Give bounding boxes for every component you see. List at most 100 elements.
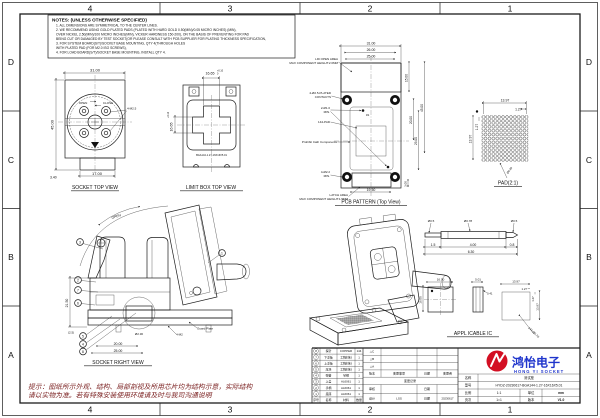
part-qty: 1: [358, 392, 360, 396]
brand-area: 鸿怡电子 HONG YI SOCKET: [486, 350, 564, 374]
probe-side-view: Ø0.5 Ø0.78 Ø0.5 1.5 4.00 0.8 6.30: [423, 219, 519, 256]
ic-dim-height: 16.00: [419, 296, 423, 304]
part-num: 5: [315, 368, 317, 372]
notes-line: 2. WE RECOMMEND USING GOLD PLATED PADS (…: [56, 28, 237, 32]
brand-cn: 鸿怡电子: [512, 355, 560, 370]
part-name: 上盖: [326, 379, 332, 384]
info-version-value: V1.0: [558, 398, 565, 402]
dim-45: 45.00: [50, 119, 55, 130]
socket-top-view: OPEN CLOSE 31.00 45.00 3.40 17.00 4-M2.5…: [50, 68, 137, 192]
balloon: 4: [82, 342, 84, 346]
notes-line: 4. FOR LOAD BOARD(S/T)/SOCKET BASE MOUNT…: [56, 51, 166, 55]
right-dim-25: 25.00: [114, 349, 123, 353]
brand-en: HONG YI SOCKET: [514, 369, 564, 374]
socket-right-view-label: SOCKET RIGHT VIEW: [92, 360, 144, 366]
parts-row: 8 探针 COPPER 144: [313, 348, 362, 354]
part-material: AL6061: [341, 380, 351, 384]
isometric-socket-view: [308, 213, 452, 346]
pcb-dim-25: 25.00: [367, 55, 376, 59]
probe-len-total: 6.30: [468, 250, 475, 254]
zone-col-1-top: 1: [508, 4, 513, 14]
screw-note: 4-M2.5: [127, 107, 137, 111]
probe-pitch-note: Ø2.30: [135, 332, 144, 336]
pcb-pattern-label: PCB PATTERN (Top View): [341, 200, 401, 206]
part-num: 6: [315, 361, 317, 365]
parts-row: 4 弹簧 琴钢 1: [313, 373, 360, 379]
parts-row: 3 上盖 AL6061 1: [313, 379, 360, 385]
balloon-callouts: 3 2 7 6 5 4 8 1: [74, 238, 226, 356]
part-qty: 1: [358, 380, 360, 384]
parts-table: 8 探针 COPPER 144 7 下浮板 工程材料 1 6 上浮板 工程材料 …: [313, 348, 362, 402]
applicable-ic-views: 16.00 16.00 5.01 0.41 13.97 1.27 1.27 13…: [419, 278, 541, 339]
parts-header-name: 名称: [326, 397, 332, 402]
probe-len-left: 1.5: [431, 243, 436, 247]
rev-header-by: 变更者: [443, 371, 452, 376]
rev-mark-b: △B: [370, 357, 374, 361]
limit-box-top-view: 16.65 +0.10 0 16.65 +0.10 BGA144-1.27-16…: [167, 70, 245, 192]
footer-note-line2: 请以实物为准。若有特殊安装使用环境请及时与我司沟通说明: [28, 392, 213, 400]
part-material: 工程材料: [340, 360, 352, 365]
limit-box-view-label: LIMIT BOX TOP VIEW: [186, 185, 236, 191]
part-material: 工程材料: [340, 367, 352, 372]
title-block: 8 探针 COPPER 144 7 下浮板 工程材料 1 6 上浮板 工程材料 …: [311, 347, 580, 403]
ic-ball-grid-dim: 13.97: [512, 280, 520, 284]
dim-limit-w-tol-minus: 0: [217, 73, 219, 76]
zone-col-1-bottom: 1: [508, 405, 513, 415]
parts-row: 7 下浮板 工程材料 1: [313, 354, 360, 360]
rev-mark-a: △A: [370, 364, 374, 368]
zone-row-c-right: C: [586, 155, 592, 165]
parts-header-row: 序号 名称 材料 数量: [313, 397, 362, 402]
ic-dim-width: 16.00: [437, 278, 445, 282]
part-material: AL6061: [341, 392, 351, 396]
part-material: AL6061: [341, 386, 351, 390]
rev-design-label: 设计: [369, 396, 375, 401]
info-page-label: 页次: [465, 397, 472, 402]
parts-header-num: 序号: [313, 397, 319, 402]
part-qty: 1: [358, 361, 360, 365]
part-name: 弹簧: [326, 373, 332, 378]
zone-col-2-top: 2: [368, 4, 373, 14]
part-qty: 1: [358, 368, 360, 372]
dim-limit-h: 16.65: [170, 123, 174, 132]
notes-line: 3. FOR SYSTEM BOARD(S/T)/SOCKET BASE MOU…: [56, 42, 186, 46]
pcb-callout-latch-1: LATCH AREA: [330, 193, 348, 197]
part-name: 底座: [326, 391, 332, 396]
part-material: COPPER: [340, 349, 352, 353]
revision-table: △C △B △A 版本 变更事项 日期 变更者 变更记录 审核 日期 设计 LS…: [369, 350, 454, 401]
zone-row-a-left: A: [8, 350, 14, 360]
zone-row-b-left: B: [8, 252, 14, 262]
balloon: 5: [82, 334, 84, 338]
socket-right-view: OPEN 21.50 (2.5) 20.00 25.00 4-M2 Guard …: [65, 204, 250, 367]
pad-pitch-v: 1.27: [475, 124, 479, 131]
part-qty: 1: [358, 386, 360, 390]
pcb-callout-latch-2: MAX COMPONENT HEIGHT:1.5MM: [299, 197, 348, 201]
socket-top-view-label: SOCKET TOP VIEW: [72, 185, 118, 191]
pcb-dim-15: 15.00: [405, 74, 409, 82]
part-num: 8: [315, 349, 317, 353]
info-model-label: 型号: [465, 383, 472, 388]
pcb-pattern-view: #1 31.00 26.00 25.00 15.00 20.00 29.00 4…: [289, 42, 426, 206]
zone-row-c-left: C: [8, 155, 14, 165]
rev-header-change: 变更事项: [393, 371, 405, 376]
info-page-value: 1=1: [496, 398, 502, 402]
pcb-dim-1950: 19.50: [367, 188, 376, 192]
zone-col-4-top: 4: [88, 4, 93, 14]
rev-design-date-label: 日期: [424, 396, 430, 401]
right-screw-note: 4-M2: [176, 333, 183, 337]
rev-design-date: 20230617: [442, 397, 454, 401]
part-qty: 1: [358, 355, 360, 359]
info-unit-value: mm: [558, 391, 564, 395]
pcb-callout-vents-2: MIN.: [324, 174, 330, 178]
zone-row-a-right: A: [586, 350, 592, 360]
balloon: 7: [77, 288, 79, 292]
info-unit-label: 单位: [528, 390, 535, 395]
pcb-callout-vents-1: 4-Ø2.2: [321, 170, 331, 174]
rev-header-version: 版本: [369, 371, 375, 376]
ic-dim-thickness: 5.01: [475, 278, 481, 282]
rev-check-label: 审核: [369, 386, 375, 391]
notes-line: OVER NICKEL 2.50(MIN)/100 MICRO INCHES(M…: [56, 33, 250, 37]
info-version-label: 版本: [528, 397, 535, 402]
pcb-callout-lid-2: MAX COMPONENT HEIGHT:2.0MM: [289, 61, 338, 65]
footer-note-line1: 提示：图纸所示外观、结构、局部剖视及所用芯片均为结构示意，实际结构: [28, 383, 253, 391]
